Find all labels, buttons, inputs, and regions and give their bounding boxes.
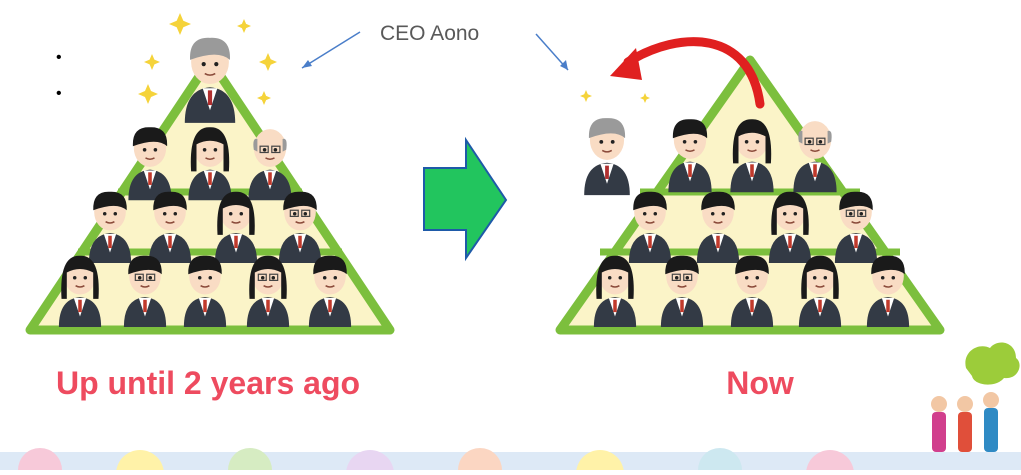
sparkle-icon	[237, 19, 251, 33]
sparkle-icon	[580, 90, 592, 102]
employee-figure-icon	[696, 191, 740, 264]
employee-figure-icon	[730, 119, 774, 193]
ceo-label: CEO Aono	[380, 22, 480, 45]
employee-figure-icon	[768, 191, 812, 264]
employee-figure-icon	[248, 129, 292, 201]
decorative-bottom-band	[0, 448, 1021, 475]
employee-figure-icon	[88, 191, 132, 264]
figures-layer	[58, 13, 910, 328]
bullet-item: •	[56, 85, 62, 102]
employee-figure-icon	[148, 191, 192, 264]
sparkle-icon	[257, 91, 271, 105]
right-arrow-icon	[423, 136, 508, 262]
employee-figure-icon	[128, 127, 172, 201]
bullet-list: • •	[56, 40, 62, 112]
employee-figure-icon	[793, 121, 837, 193]
employee-figure-icon	[278, 191, 322, 264]
employee-figure-icon	[246, 255, 290, 328]
employee-figure-icon	[730, 255, 774, 328]
curved-arrow-icon	[610, 37, 765, 109]
people-group-icon	[931, 342, 1020, 452]
sparkle-icon	[640, 93, 650, 103]
ceo-figure-icon	[184, 37, 236, 123]
sparkle-icon	[259, 53, 277, 71]
bullet-item: •	[56, 49, 62, 66]
employee-figure-icon	[593, 255, 637, 328]
employee-figure-icon	[308, 255, 352, 328]
now-caption: Now	[726, 365, 794, 401]
employee-figure-icon	[628, 191, 672, 264]
employee-figure-icon	[660, 255, 704, 328]
before-caption: Up until 2 years ago	[55, 365, 361, 401]
sparkle-icon	[169, 13, 191, 35]
employee-figure-icon	[668, 119, 712, 193]
employee-figure-icon	[183, 255, 227, 328]
employee-figure-icon	[834, 191, 878, 264]
employee-figure-icon	[866, 255, 910, 328]
ceo-figure-icon	[584, 118, 630, 196]
employee-figure-icon	[58, 255, 102, 328]
sparkle-icon	[144, 54, 160, 70]
employee-figure-icon	[798, 255, 842, 328]
employee-figure-icon	[214, 191, 258, 264]
ceo-pointer-lines	[301, 31, 569, 71]
sparkle-icon	[138, 84, 158, 104]
employee-figure-icon	[188, 127, 232, 201]
employee-figure-icon	[123, 255, 167, 328]
